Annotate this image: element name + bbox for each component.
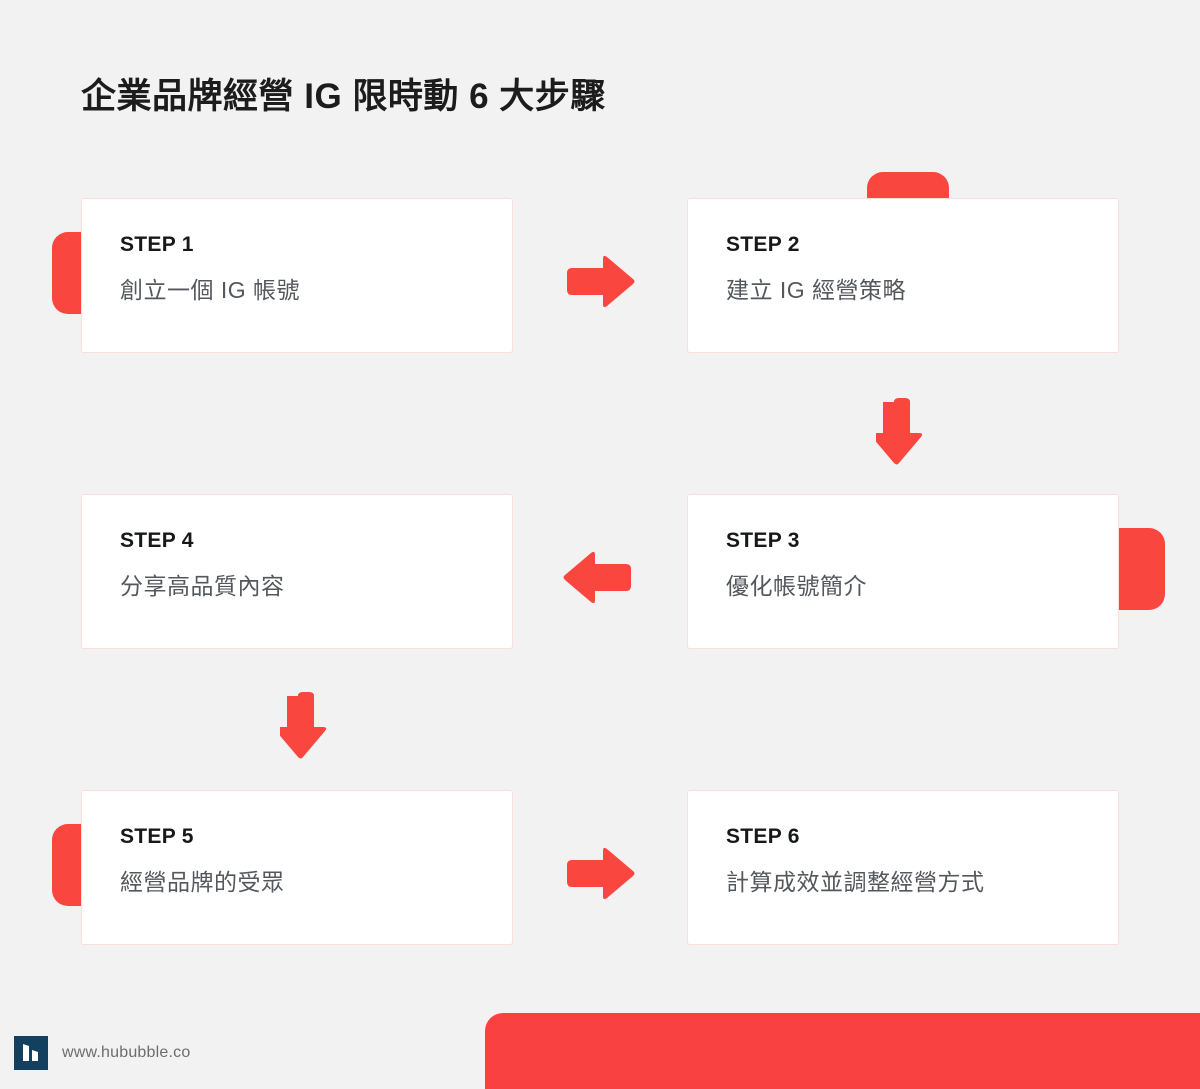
step-3-accent-tab (1117, 528, 1165, 610)
step-3-label: STEP 3 (726, 529, 800, 552)
arrow-down-icon-step2-step3 (876, 398, 928, 470)
bottom-decoration-block (485, 1013, 1200, 1089)
step-card-6[interactable]: STEP 6 計算成效並調整經營方式 (687, 790, 1119, 945)
footer: www.hububble.co (14, 1036, 190, 1070)
step-card-3[interactable]: STEP 3 優化帳號簡介 (687, 494, 1119, 649)
arrow-left-icon-step3-step4 (563, 551, 635, 603)
step-1-label: STEP 1 (120, 233, 194, 256)
step-card-4[interactable]: STEP 4 分享高品質內容 (81, 494, 513, 649)
step-5-description: 經營品牌的受眾 (120, 869, 285, 896)
step-card-2[interactable]: STEP 2 建立 IG 經營策略 (687, 198, 1119, 353)
footer-url[interactable]: www.hububble.co (62, 1044, 191, 1061)
page-title: 企業品牌經營 IG 限時動 6 大步驟 (81, 77, 606, 116)
step-card-1[interactable]: STEP 1 創立一個 IG 帳號 (81, 198, 513, 353)
step-6-description: 計算成效並調整經營方式 (726, 869, 985, 896)
step-3-description: 優化帳號簡介 (726, 573, 867, 600)
step-5-label: STEP 5 (120, 825, 194, 848)
arrow-right-icon-step5-step6 (563, 847, 635, 899)
arrow-right-icon-step1-step2 (563, 255, 635, 307)
step-4-label: STEP 4 (120, 529, 194, 552)
step-2-label: STEP 2 (726, 233, 800, 256)
step-2-description: 建立 IG 經營策略 (726, 277, 907, 304)
step-card-5[interactable]: STEP 5 經營品牌的受眾 (81, 790, 513, 945)
hububble-logo-icon (14, 1036, 48, 1070)
arrow-down-icon-step4-step5 (280, 692, 332, 764)
step-6-label: STEP 6 (726, 825, 800, 848)
step-4-description: 分享高品質內容 (120, 573, 285, 600)
step-1-description: 創立一個 IG 帳號 (120, 277, 301, 304)
